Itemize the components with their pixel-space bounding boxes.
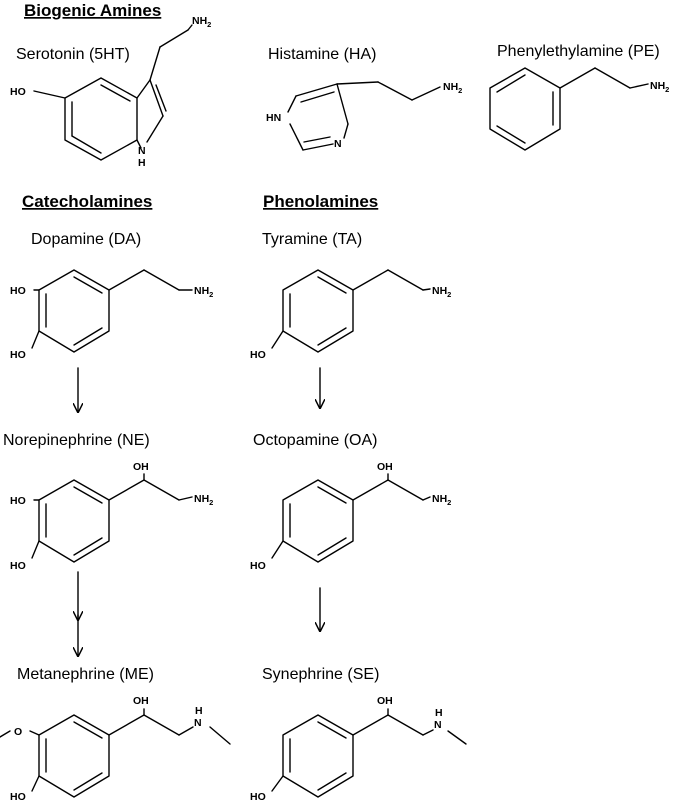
histamine-hn-label: HN bbox=[266, 112, 281, 124]
octopamine-oh-label: OH bbox=[377, 461, 393, 473]
norepinephrine-nh2-label: NH2 bbox=[194, 493, 213, 507]
metanephrine-oh-label: OH bbox=[133, 695, 149, 707]
dopamine-ho-top-label: HO bbox=[10, 285, 26, 297]
name-serotonin: Serotonin (5HT) bbox=[16, 46, 130, 63]
name-metanephrine: Metanephrine (ME) bbox=[17, 666, 154, 683]
tyramine-nh2-label: NH2 bbox=[432, 285, 451, 299]
histamine-structure: NH2 HN N bbox=[266, 81, 462, 151]
metanephrine-n-label: N bbox=[194, 717, 202, 729]
heading-phenolamines: Phenolamines bbox=[263, 192, 378, 211]
serotonin-h-label: H bbox=[138, 157, 146, 169]
dopamine-nh2-label: NH2 bbox=[194, 285, 213, 299]
synephrine-ho-label: HO bbox=[250, 791, 266, 803]
serotonin-nh2-label: NH2 bbox=[192, 15, 211, 29]
name-norepinephrine: Norepinephrine (NE) bbox=[3, 432, 150, 449]
norepinephrine-ho-top-label: HO bbox=[10, 495, 26, 507]
name-tyramine: Tyramine (TA) bbox=[262, 231, 362, 248]
synephrine-oh-label: OH bbox=[377, 695, 393, 707]
synephrine-structure: OH N H HO bbox=[250, 695, 467, 803]
tyramine-structure: NH2 HO bbox=[250, 269, 451, 361]
dopamine-structure: NH2 HO HO bbox=[10, 269, 213, 361]
name-synephrine: Synephrine (SE) bbox=[262, 666, 379, 683]
dopamine-ho-bottom-label: HO bbox=[10, 349, 26, 361]
octopamine-nh2-label: NH2 bbox=[432, 493, 451, 507]
metanephrine-nh-h-label: H bbox=[195, 705, 203, 717]
name-octopamine: Octopamine (OA) bbox=[253, 432, 377, 449]
metanephrine-ho-label: HO bbox=[10, 791, 26, 803]
name-histamine: Histamine (HA) bbox=[268, 46, 376, 63]
serotonin-ho-label: HO bbox=[10, 86, 26, 98]
octopamine-ho-label: HO bbox=[250, 560, 266, 572]
serotonin-n-label: N bbox=[138, 145, 146, 157]
phenylethylamine-structure: NH2 bbox=[489, 67, 669, 151]
synephrine-n-label: N bbox=[434, 719, 442, 731]
heading-biogenic-amines: Biogenic Amines bbox=[24, 1, 161, 20]
metanephrine-structure: OH N H O HO bbox=[0, 695, 231, 803]
histamine-nh2-label: NH2 bbox=[443, 81, 462, 95]
histamine-n-label: N bbox=[334, 138, 342, 150]
octopamine-structure: OH NH2 HO bbox=[250, 461, 451, 572]
name-phenylethylamine: Phenylethylamine (PE) bbox=[497, 43, 660, 60]
phenylethylamine-nh2-label: NH2 bbox=[650, 80, 669, 94]
serotonin-structure: NH2 HO N H bbox=[10, 15, 211, 169]
name-dopamine: Dopamine (DA) bbox=[31, 231, 141, 248]
norepinephrine-oh-label: OH bbox=[133, 461, 149, 473]
heading-catecholamines: Catecholamines bbox=[22, 192, 152, 211]
tyramine-ho-label: HO bbox=[250, 349, 266, 361]
metanephrine-methoxy-o-label: O bbox=[14, 726, 22, 738]
norepinephrine-structure: OH NH2 HO HO bbox=[10, 461, 213, 572]
norepinephrine-ho-bottom-label: HO bbox=[10, 560, 26, 572]
synephrine-nh-h-label: H bbox=[435, 707, 443, 719]
